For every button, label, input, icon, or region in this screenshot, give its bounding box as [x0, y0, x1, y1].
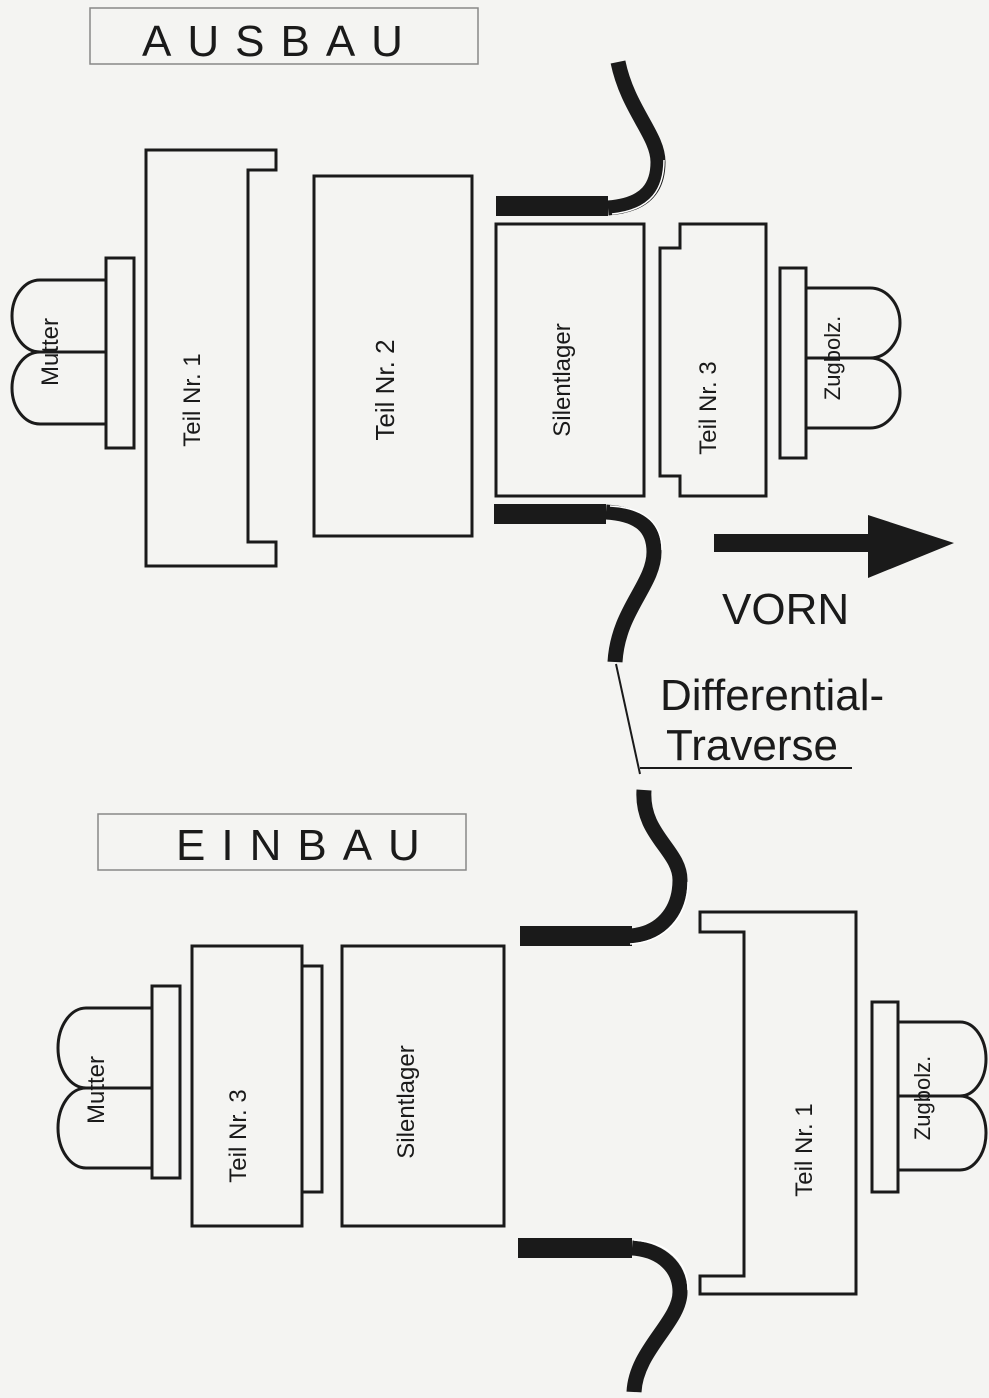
einbau-zugbolzen-label: Zugbolz.	[910, 1056, 935, 1140]
ausbau-title-box: AUSBAU	[89, 7, 479, 66]
einbau-silentlager: Silentlager	[340, 944, 506, 1228]
einbau-title: EINBAU	[176, 821, 436, 870]
einbau-traverse-lower	[518, 1238, 689, 1393]
einbau-traverse-upper	[520, 789, 689, 946]
ausbau-teil-1: Teil Nr. 1	[144, 148, 278, 568]
einbau-mutter-label: Mutter	[83, 1056, 110, 1124]
ausbau-title: AUSBAU	[142, 17, 419, 66]
ausbau-traverse-lower	[494, 504, 663, 663]
einbau-silentlager-label: Silentlager	[393, 1045, 420, 1158]
ausbau-silentlager-label: Silentlager	[549, 323, 576, 436]
ausbau-mutter: Mutter	[10, 256, 136, 450]
direction-label: VORN	[722, 585, 849, 634]
traverse-label-line1: Differential-	[660, 671, 884, 720]
einbau-mutter: Mutter	[56, 984, 182, 1180]
ausbau-traverse-upper	[496, 60, 666, 216]
einbau-section: EINBAU Mutter Teil Nr. 3 Silentlager	[56, 789, 988, 1393]
ausbau-teil-3: Teil Nr. 3	[658, 222, 768, 498]
traverse-label-line2: Traverse	[666, 721, 838, 770]
ausbau-teil-3-label: Teil Nr. 3	[695, 361, 722, 454]
einbau-teil-3-label: Teil Nr. 3	[225, 1089, 252, 1182]
einbau-teil-1: Teil Nr. 1	[698, 910, 858, 1296]
ausbau-teil-1-label: Teil Nr. 1	[179, 353, 206, 446]
ausbau-teil-2: Teil Nr. 2	[312, 174, 474, 538]
ausbau-zugbolzen-label: Zugbolz.	[820, 316, 845, 400]
ausbau-zugbolzen: Zugbolz.	[778, 266, 902, 460]
ausbau-silentlager: Silentlager	[494, 222, 646, 498]
ausbau-mutter-label: Mutter	[37, 318, 64, 386]
direction-arrow: VORN	[714, 515, 954, 634]
traverse-callout: Differential- Traverse	[615, 663, 884, 775]
ausbau-section: AUSBAU Mutter Teil Nr. 1 Teil Nr. 2	[10, 7, 902, 663]
einbau-teil-1-label: Teil Nr. 1	[791, 1103, 818, 1196]
einbau-title-box: EINBAU	[97, 813, 467, 871]
einbau-zugbolzen: Zugbolz.	[870, 1000, 988, 1194]
einbau-teil-3: Teil Nr. 3	[190, 944, 324, 1228]
ausbau-teil-2-label: Teil Nr. 2	[370, 339, 400, 440]
